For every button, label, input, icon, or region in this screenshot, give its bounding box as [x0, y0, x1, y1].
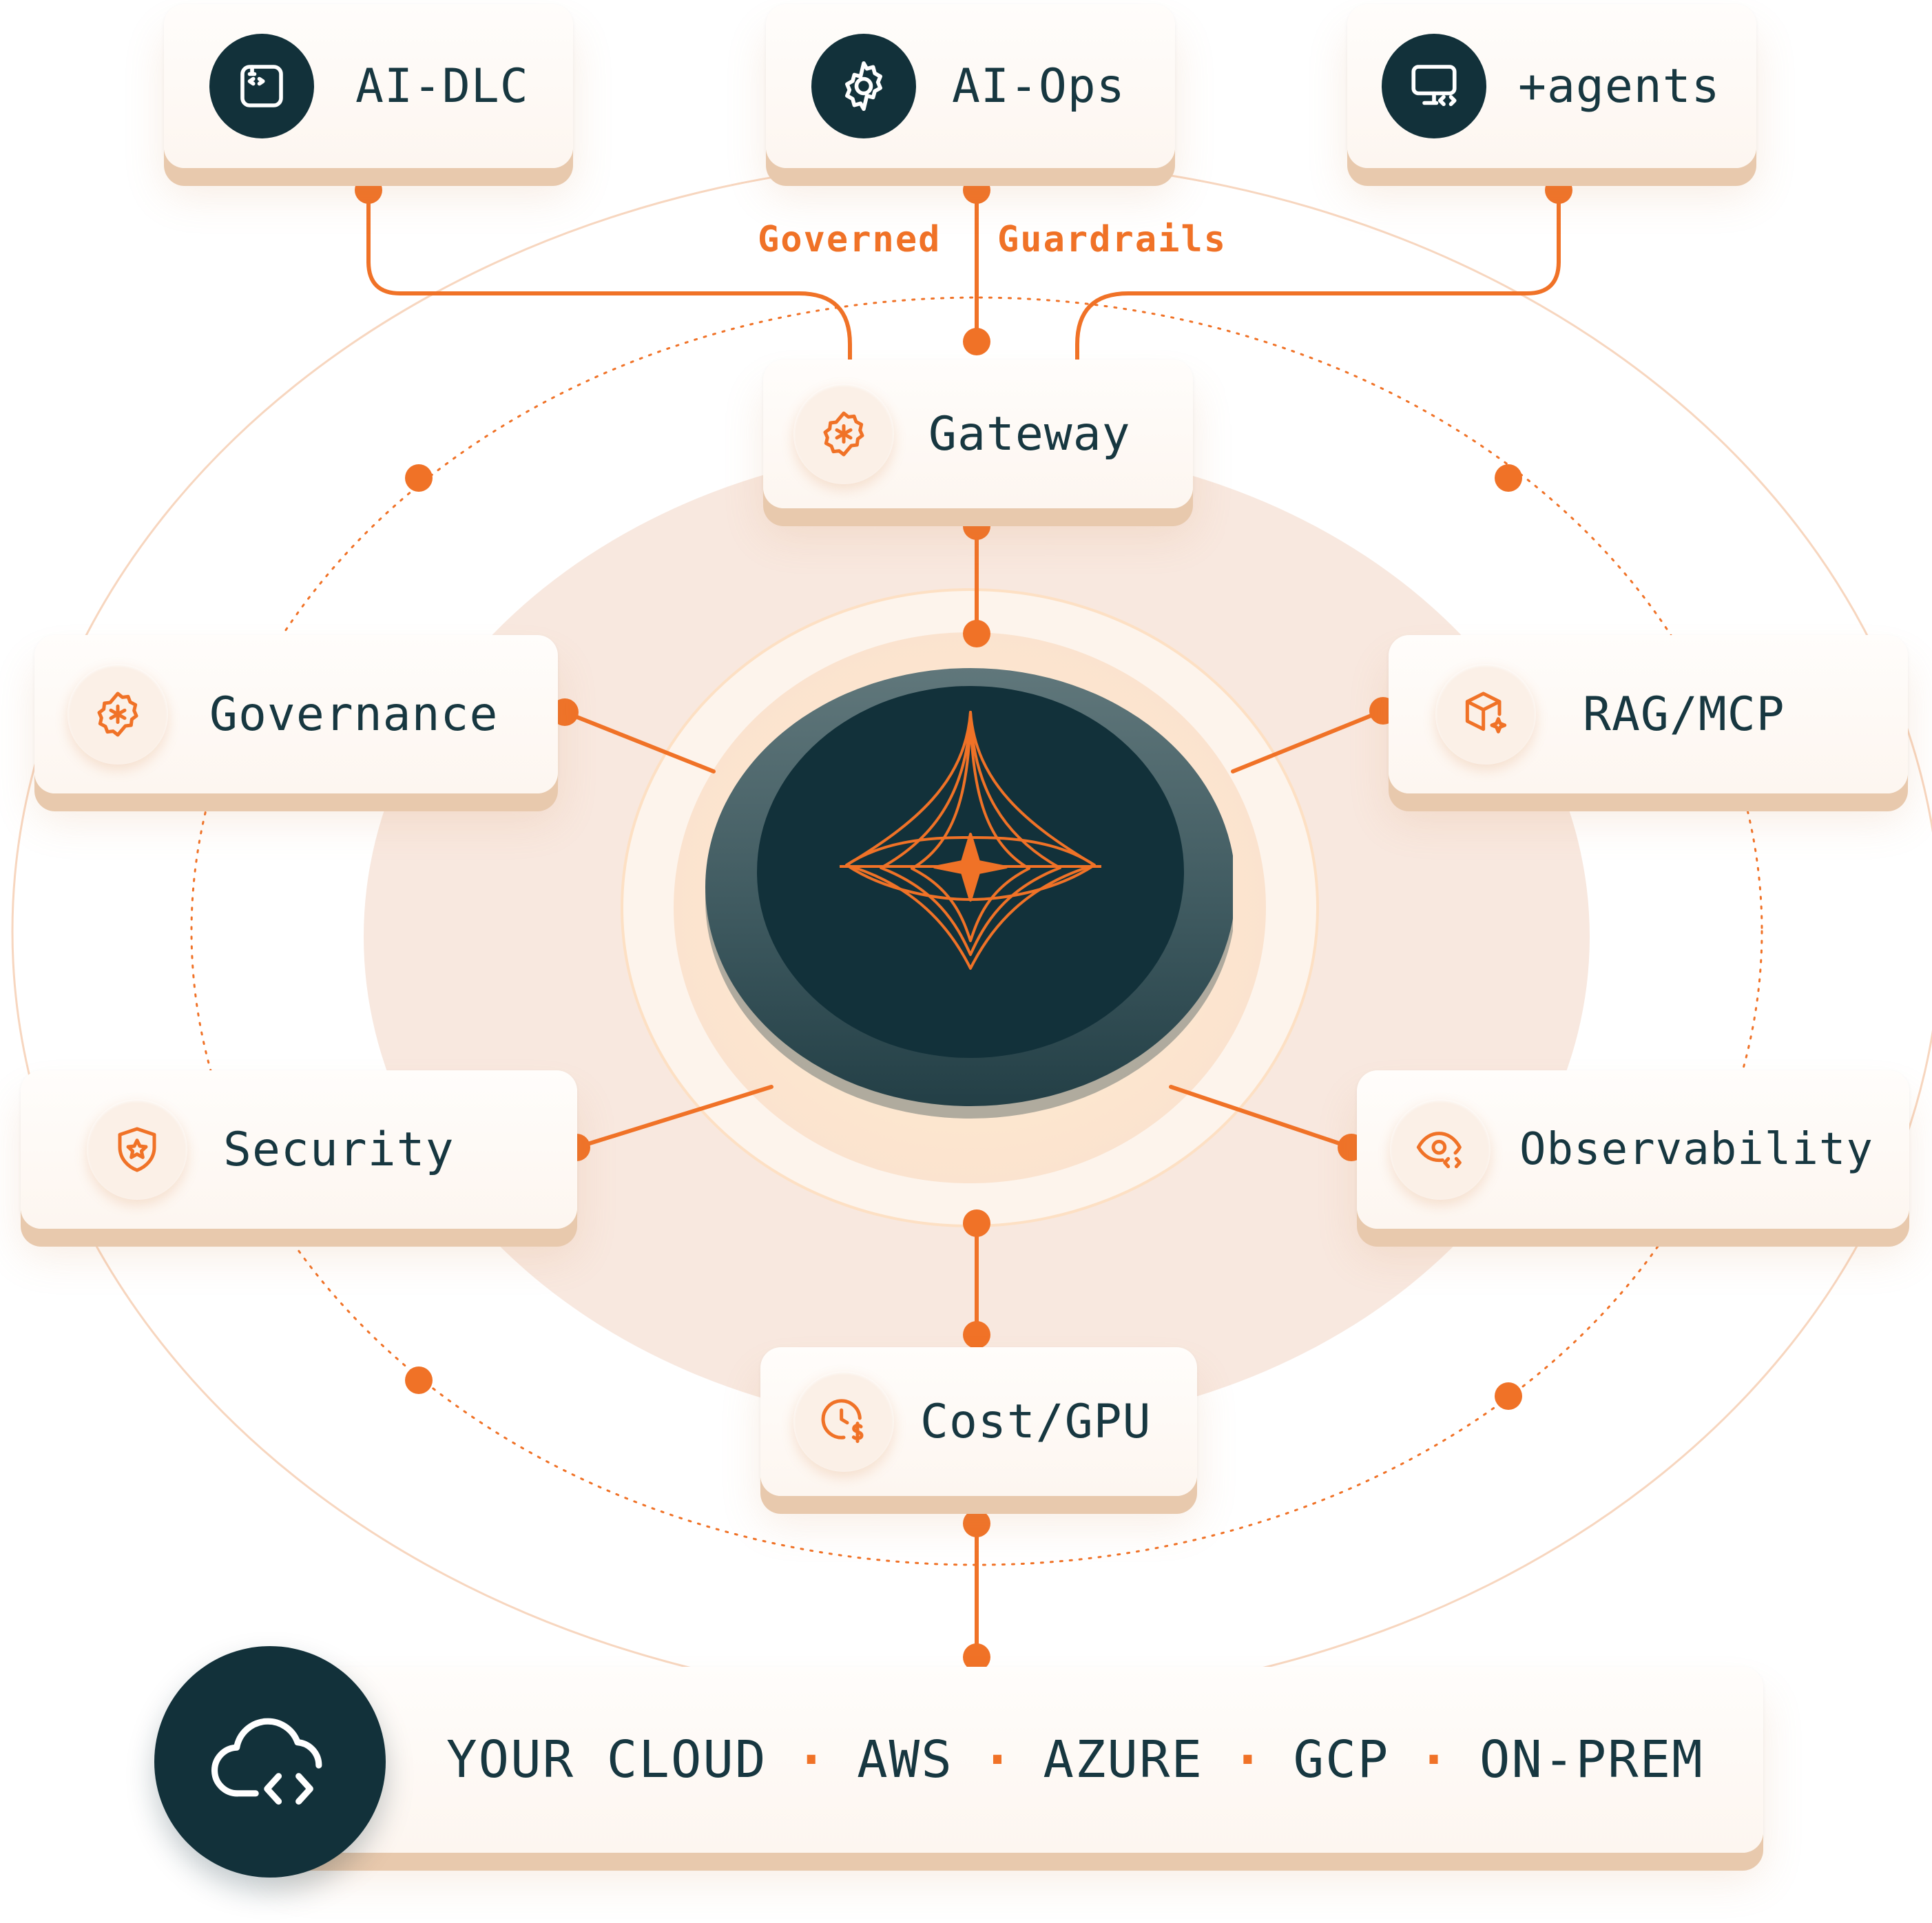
- edge-label-governed: Governed: [758, 219, 942, 260]
- separator-dot: ·: [796, 1730, 829, 1789]
- deploy-target[interactable]: ON-PREM: [1479, 1730, 1704, 1789]
- node-observability-label: Observability: [1519, 1124, 1873, 1175]
- deploy-target[interactable]: AWS: [857, 1730, 953, 1789]
- gear-icon: [811, 34, 916, 138]
- node-security[interactable]: Security: [21, 1070, 577, 1229]
- deploy-target[interactable]: GCP: [1293, 1730, 1390, 1789]
- dotted-orbit: [190, 296, 1763, 1566]
- node-ai-dlc-label: AI-DLC: [355, 59, 529, 114]
- top-connectors: [366, 188, 1561, 1659]
- node-observability[interactable]: Observability: [1357, 1070, 1909, 1229]
- node-governance[interactable]: Governance: [34, 635, 558, 793]
- node-rag-mcp-label: RAG/MCP: [1583, 687, 1785, 742]
- edge-label-guardrails: Guardrails: [997, 219, 1227, 260]
- node-gateway[interactable]: Gateway: [763, 360, 1193, 508]
- code-window-icon: [209, 34, 314, 138]
- separator-dot: ·: [981, 1730, 1015, 1789]
- node-cost-gpu-label: Cost/GPU: [920, 1394, 1152, 1449]
- monitor-code-icon: [1382, 34, 1486, 138]
- deploy-target[interactable]: YOUR CLOUD: [446, 1730, 767, 1789]
- cube-sparkle-icon: [1435, 664, 1536, 765]
- separator-dot: ·: [1418, 1730, 1451, 1789]
- shield-star-icon: [87, 1099, 187, 1200]
- deploy-target-list: YOUR CLOUD · AWS · AZURE · GCP · ON-PREM: [446, 1729, 1704, 1791]
- node-governance-label: Governance: [209, 687, 499, 742]
- deploy-targets-bar: [276, 1667, 1763, 1853]
- eye-code-icon: [1390, 1099, 1490, 1200]
- node-ai-ops[interactable]: AI-Ops: [766, 4, 1175, 168]
- orbit-dots: [405, 464, 1522, 1410]
- node-ai-ops-label: AI-Ops: [952, 59, 1125, 114]
- node-ai-dlc[interactable]: AI-DLC: [164, 4, 573, 168]
- node-rag-mcp[interactable]: RAG/MCP: [1389, 635, 1908, 793]
- clock-dollar-icon: [793, 1371, 894, 1472]
- separator-dot: ·: [1232, 1730, 1265, 1789]
- node-cost-gpu[interactable]: Cost/GPU: [760, 1347, 1197, 1496]
- node-gateway-label: Gateway: [928, 406, 1131, 461]
- asterisk-badge-icon: [67, 664, 168, 765]
- node-agents-label: +agents: [1518, 59, 1721, 114]
- deploy-target[interactable]: AZURE: [1043, 1730, 1204, 1789]
- central-hub: [705, 668, 1233, 1119]
- asterisk-badge-icon: [793, 384, 894, 484]
- star-wireframe-logo-icon: [840, 711, 1101, 970]
- cloud-code-icon: [154, 1646, 386, 1878]
- node-security-label: Security: [223, 1122, 455, 1177]
- node-agents[interactable]: +agents: [1347, 4, 1756, 168]
